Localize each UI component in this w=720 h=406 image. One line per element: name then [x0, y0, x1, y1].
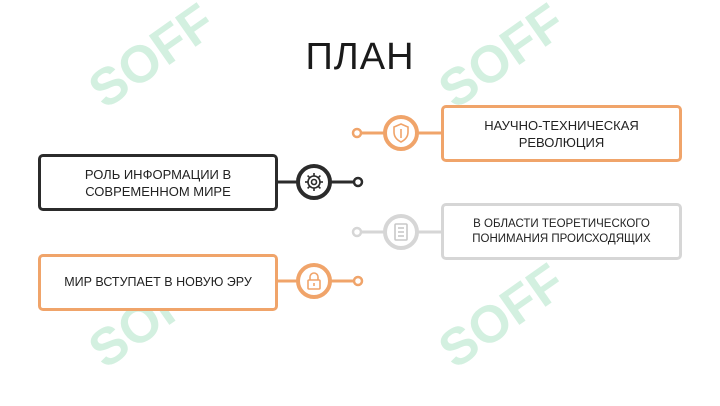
connector-theory — [351, 214, 441, 250]
page-title: ПЛАН — [305, 36, 415, 78]
connector-revolution — [351, 115, 441, 151]
item-label: МИР ВСТУПАЕТ В НОВУЮ ЭРУ — [64, 275, 252, 289]
document-icon — [394, 223, 408, 241]
item-new-era: МИР ВСТУПАЕТ В НОВУЮ ЭРУ — [38, 254, 278, 311]
watermark-text: SOFF — [429, 253, 576, 380]
gear-icon — [305, 173, 323, 191]
connector-role — [278, 164, 364, 200]
item-role-of-information: РОЛЬ ИНФОРМАЦИИ В СОВРЕМЕННОМ МИРЕ — [38, 154, 278, 211]
connector-era — [278, 263, 364, 299]
item-label: РОЛЬ ИНФОРМАЦИИ В СОВРЕМЕННОМ МИРЕ — [84, 166, 232, 199]
item-label: НАУЧНО-ТЕХНИЧЕСКАЯ РЕВОЛЮЦИЯ — [484, 117, 639, 150]
item-scientific-revolution: НАУЧНО-ТЕХНИЧЕСКАЯ РЕВОЛЮЦИЯ — [441, 105, 682, 162]
item-label: В ОБЛАСТИ ТЕОРЕТИЧЕСКОГО ПОНИМАНИЯ ПРОИС… — [472, 217, 651, 245]
shield-icon — [393, 123, 409, 143]
item-theoretical-understanding: В ОБЛАСТИ ТЕОРЕТИЧЕСКОГО ПОНИМАНИЯ ПРОИС… — [441, 203, 682, 260]
lock-icon — [307, 272, 321, 290]
